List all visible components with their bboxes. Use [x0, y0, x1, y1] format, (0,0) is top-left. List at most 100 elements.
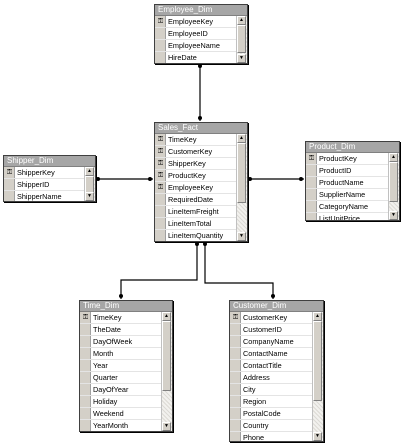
row-selector[interactable] — [80, 348, 91, 359]
scroll-down-arrow-icon[interactable]: ▼ — [237, 54, 246, 63]
row-selector[interactable] — [230, 348, 241, 359]
column-row[interactable]: ⚿ShipperKey — [4, 167, 85, 179]
scroll-down-arrow-icon[interactable]: ▼ — [162, 422, 171, 431]
column-row[interactable]: EmployeeID — [155, 28, 237, 40]
row-selector[interactable] — [80, 312, 91, 323]
row-selector[interactable] — [80, 408, 91, 419]
scroll-thumb[interactable] — [237, 143, 246, 203]
column-row[interactable]: City — [230, 384, 313, 396]
column-row[interactable]: ⚿EmployeeKey — [155, 182, 237, 194]
column-row[interactable]: HireDate — [155, 52, 237, 63]
row-selector[interactable] — [80, 372, 91, 383]
column-row[interactable]: ⚿ProductKey — [306, 153, 389, 165]
scroll-up-arrow-icon[interactable]: ▲ — [162, 312, 171, 321]
row-selector[interactable] — [230, 396, 241, 407]
column-row[interactable]: LineItemTotal — [155, 218, 237, 230]
row-selector[interactable] — [155, 218, 166, 229]
row-selector[interactable] — [306, 189, 317, 200]
column-row[interactable]: TheDate — [80, 324, 162, 336]
column-row[interactable]: ShipperID — [4, 179, 85, 191]
row-selector[interactable] — [155, 28, 166, 39]
table-title[interactable]: Sales_Fact — [155, 123, 247, 134]
row-selector[interactable] — [155, 16, 166, 27]
column-row[interactable]: Phone — [230, 432, 313, 441]
column-row[interactable]: DayOfYear — [80, 384, 162, 396]
column-row[interactable]: ⚿TimeKey — [155, 134, 237, 146]
column-row[interactable]: ⚿EmployeeKey — [155, 16, 237, 28]
column-row[interactable]: Address — [230, 372, 313, 384]
scroll-up-arrow-icon[interactable]: ▲ — [313, 312, 322, 321]
scroll-up-arrow-icon[interactable]: ▲ — [237, 16, 246, 25]
column-row[interactable]: Region — [230, 396, 313, 408]
row-selector[interactable] — [306, 201, 317, 212]
column-row[interactable]: RequiredDate — [155, 194, 237, 206]
scroll-up-arrow-icon[interactable]: ▲ — [237, 134, 246, 143]
row-selector[interactable] — [155, 134, 166, 145]
scroll-up-arrow-icon[interactable]: ▲ — [85, 167, 94, 176]
row-selector[interactable] — [230, 336, 241, 347]
scroll-thumb[interactable] — [389, 162, 398, 202]
row-selector[interactable] — [230, 312, 241, 323]
column-row[interactable]: SupplierName — [306, 189, 389, 201]
row-selector[interactable] — [230, 372, 241, 383]
row-selector[interactable] — [155, 182, 166, 193]
column-row[interactable]: Month — [80, 348, 162, 360]
vertical-scrollbar[interactable]: ▲ ▼ — [236, 16, 247, 63]
column-row[interactable]: PostalCode — [230, 408, 313, 420]
vertical-scrollbar[interactable]: ▲ ▼ — [236, 134, 247, 241]
table-sales-fact[interactable]: Sales_Fact ⚿TimeKey⚿CustomerKey⚿ShipperK… — [154, 122, 248, 242]
row-selector[interactable] — [4, 191, 15, 201]
column-row[interactable]: ProductID — [306, 165, 389, 177]
column-row[interactable]: LineItemQuantity — [155, 230, 237, 241]
row-selector[interactable] — [230, 384, 241, 395]
row-selector[interactable] — [306, 177, 317, 188]
row-selector[interactable] — [155, 146, 166, 157]
column-row[interactable]: EmployeeName — [155, 40, 237, 52]
column-row[interactable]: Quarter — [80, 372, 162, 384]
vertical-scrollbar[interactable]: ▲ ▼ — [388, 153, 399, 220]
scroll-up-arrow-icon[interactable]: ▲ — [389, 153, 398, 162]
table-title[interactable]: Time_Dim — [80, 301, 172, 312]
row-selector[interactable] — [80, 396, 91, 407]
column-row[interactable]: ContactTitle — [230, 360, 313, 372]
scroll-down-arrow-icon[interactable]: ▼ — [389, 211, 398, 220]
row-selector[interactable] — [80, 360, 91, 371]
scroll-down-arrow-icon[interactable]: ▼ — [85, 192, 94, 201]
row-selector[interactable] — [4, 167, 15, 178]
table-title[interactable]: Customer_Dim — [230, 301, 323, 312]
scroll-thumb[interactable] — [313, 321, 322, 401]
column-row[interactable]: ProductName — [306, 177, 389, 189]
row-selector[interactable] — [80, 336, 91, 347]
column-row[interactable]: LineItemFreight — [155, 206, 237, 218]
column-row[interactable]: ListUnitPrice — [306, 213, 389, 220]
column-row[interactable]: CompanyName — [230, 336, 313, 348]
vertical-scrollbar[interactable]: ▲ ▼ — [161, 312, 172, 431]
row-selector[interactable] — [80, 324, 91, 335]
row-selector[interactable] — [4, 179, 15, 190]
table-title[interactable]: Shipper_Dim — [4, 156, 95, 167]
column-row[interactable]: YearMonth — [80, 420, 162, 431]
column-row[interactable]: Holiday — [80, 396, 162, 408]
table-title[interactable]: Employee_Dim — [155, 5, 247, 16]
row-selector[interactable] — [230, 360, 241, 371]
row-selector[interactable] — [155, 194, 166, 205]
column-row[interactable]: Year — [80, 360, 162, 372]
row-selector[interactable] — [80, 384, 91, 395]
row-selector[interactable] — [306, 213, 317, 220]
column-row[interactable]: ⚿ShipperKey — [155, 158, 237, 170]
scroll-down-arrow-icon[interactable]: ▼ — [313, 432, 322, 441]
column-row[interactable]: ShipperName — [4, 191, 85, 201]
table-title[interactable]: Product_Dim — [306, 142, 399, 153]
column-row[interactable]: ⚿ProductKey — [155, 170, 237, 182]
row-selector[interactable] — [230, 408, 241, 419]
row-selector[interactable] — [155, 40, 166, 51]
row-selector[interactable] — [230, 324, 241, 335]
column-row[interactable]: ContactName — [230, 348, 313, 360]
scroll-thumb[interactable] — [162, 321, 171, 391]
column-row[interactable]: Country — [230, 420, 313, 432]
column-row[interactable]: ⚿TimeKey — [80, 312, 162, 324]
